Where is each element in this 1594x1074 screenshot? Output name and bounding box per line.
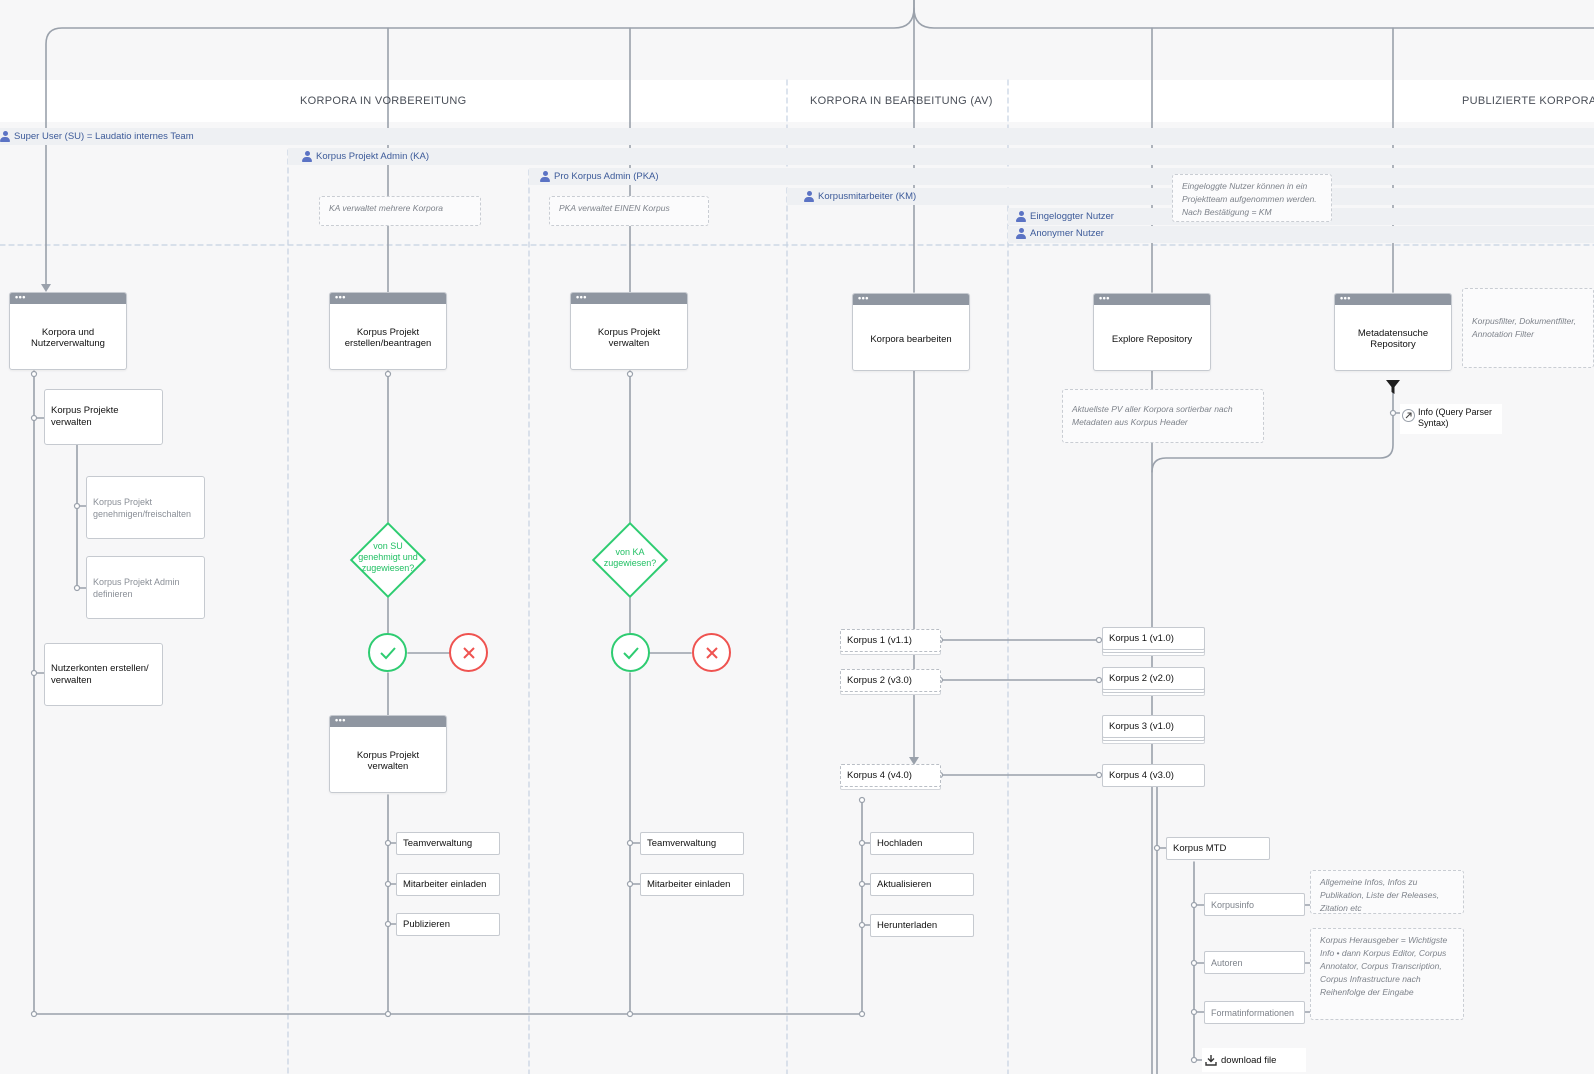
role-band-ka (288, 148, 1594, 165)
action-mitarbeiter-einladen-ka[interactable]: Mitarbeiter einladen (396, 873, 500, 896)
user-icon (0, 131, 10, 142)
mtd-autoren[interactable]: Autoren (1204, 951, 1305, 974)
role-km-label: Korpusmitarbeiter (KM) (818, 191, 917, 202)
mtd-formatinformationen[interactable]: Formatinformationen (1204, 1001, 1305, 1024)
phase-editing: KORPORA IN BEARBEITUNG (AV) (810, 95, 993, 107)
check-icon (368, 633, 407, 672)
phase-preparation: KORPORA IN VORBEREITUNG (300, 95, 467, 107)
window-titlebar: ••• (853, 293, 969, 305)
box-projekte-verwalten[interactable]: Korpus Projekte verwalten (44, 389, 163, 445)
role-su-label: Super User (SU) = Laudatio internes Team (14, 131, 194, 142)
role-su: Super User (SU) = Laudatio internes Team (0, 131, 194, 142)
published-korpus-4[interactable]: Korpus 4 (v3.0) (1102, 764, 1205, 787)
action-herunterladen[interactable]: Herunterladen (870, 914, 974, 937)
phase-published: PUBLIZIERTE KORPORA ( (1462, 95, 1594, 107)
mtd-korpusinfo[interactable]: Korpusinfo (1204, 893, 1305, 916)
close-icon (449, 633, 488, 672)
action-publizieren[interactable]: Publizieren (396, 913, 500, 936)
note-pka: PKA verwaltet EINEN Korpus (549, 196, 709, 226)
window-explore-repository[interactable]: ••• Explore Repository (1093, 293, 1211, 371)
window-korpus-verwalten[interactable]: ••• Korpus Projekt verwalten (570, 292, 688, 370)
note-logged-in: Eingeloggte Nutzer können in ein Projekt… (1172, 174, 1332, 222)
window-titlebar: ••• (1094, 293, 1210, 305)
window-label: Korpus Projekt erstellen/beantragen (344, 327, 432, 349)
external-link-icon (1402, 409, 1415, 422)
action-hochladen[interactable]: Hochladen (870, 832, 974, 855)
window-label: Korpus Projekt verwalten (356, 750, 420, 772)
user-icon (1016, 211, 1026, 222)
window-projekt-erstellen[interactable]: ••• Korpus Projekt erstellen/beantragen (329, 292, 447, 370)
close-icon (692, 633, 731, 672)
published-korpus-1[interactable]: Korpus 1 (v1.0) (1102, 627, 1205, 650)
window-label: Metadatensuche Repository (1357, 328, 1429, 350)
window-dots-icon: ••• (1340, 293, 1351, 303)
role-ka-label: Korpus Projekt Admin (KA) (316, 151, 429, 162)
box-projekt-admin-definieren[interactable]: Korpus Projekt Admin definieren (86, 556, 205, 619)
window-titlebar: ••• (571, 292, 687, 304)
role-pka-label: Pro Korpus Admin (PKA) (554, 171, 659, 182)
published-korpus-3[interactable]: Korpus 3 (v1.0) (1102, 715, 1205, 738)
user-icon (540, 171, 550, 182)
window-korpora-bearbeiten[interactable]: ••• Korpora bearbeiten (852, 293, 970, 371)
check-icon (611, 633, 650, 672)
decision-ka-label: von KA zugewiesen? (603, 547, 657, 568)
editing-korpus-4[interactable]: Korpus 4 (v4.0) (840, 764, 941, 787)
action-aktualisieren[interactable]: Aktualisieren (870, 873, 974, 896)
korpus-mtd[interactable]: Korpus MTD (1166, 837, 1270, 860)
window-label: Korpora und Nutzerverwaltung (31, 327, 105, 349)
user-icon (804, 191, 814, 202)
role-pka: Pro Korpus Admin (PKA) (540, 171, 659, 182)
window-label: Korpora bearbeiten (870, 333, 952, 345)
action-teamverwaltung-pka[interactable]: Teamverwaltung (640, 832, 744, 855)
note-ka: KA verwaltet mehrere Korpora (319, 196, 481, 226)
user-icon (1016, 228, 1026, 239)
window-dots-icon: ••• (1099, 293, 1110, 303)
window-titlebar: ••• (10, 292, 126, 304)
box-nutzerkonten[interactable]: Nutzerkonten erstellen/ verwalten (44, 643, 163, 706)
role-logged-in: Eingeloggter Nutzer (1016, 211, 1114, 222)
window-label: Korpus Projekt verwalten (597, 327, 661, 349)
window-dots-icon: ••• (576, 292, 587, 302)
window-label: Explore Repository (1111, 333, 1193, 345)
editing-korpus-2[interactable]: Korpus 2 (v3.0) (840, 669, 941, 692)
role-logged-in-label: Eingeloggter Nutzer (1030, 211, 1114, 222)
window-dots-icon: ••• (335, 292, 346, 302)
window-metadatensuche[interactable]: ••• Metadatensuche Repository (1334, 293, 1452, 371)
user-icon (302, 151, 312, 162)
filter-icon (1385, 379, 1401, 400)
role-anonymous: Anonymer Nutzer (1016, 228, 1104, 239)
role-ka: Korpus Projekt Admin (KA) (302, 151, 429, 162)
window-dots-icon: ••• (335, 715, 346, 725)
note-autoren: Korpus Herausgeber = Wichtigste Info • d… (1310, 928, 1464, 1020)
role-band-anonymous (1008, 226, 1594, 243)
window-dots-icon: ••• (15, 292, 26, 302)
published-korpus-2[interactable]: Korpus 2 (v2.0) (1102, 667, 1205, 690)
window-korpora-nutzerverwaltung[interactable]: ••• Korpora und Nutzerverwaltung (9, 292, 127, 370)
info-query-box[interactable]: Info (Query Parser Syntax) (1400, 404, 1502, 434)
role-anonymous-label: Anonymer Nutzer (1030, 228, 1104, 239)
note-explore: Aktuellste PV aller Korpora sortierbar n… (1062, 389, 1264, 443)
role-band-su (0, 128, 1594, 145)
box-projekt-genehmigen[interactable]: Korpus Projekt genehmigen/freischalten (86, 476, 205, 539)
phase-header-band (0, 80, 1594, 122)
window-titlebar: ••• (330, 292, 446, 304)
decision-su-label: von SU genehmigt und zugewiesen? (358, 541, 418, 573)
note-korpusinfo: Allgemeine Infos, Infos zu Publikation, … (1310, 870, 1464, 914)
window-titlebar: ••• (1335, 293, 1451, 305)
note-metasearch: Korpusfilter, Dokumentfilter, Annotation… (1462, 288, 1594, 368)
download-icon (1205, 1055, 1217, 1066)
download-file-link[interactable]: download file (1202, 1048, 1306, 1072)
window-dots-icon: ••• (858, 293, 869, 303)
editing-korpus-1[interactable]: Korpus 1 (v1.1) (840, 629, 941, 652)
action-teamverwaltung-ka[interactable]: Teamverwaltung (396, 832, 500, 855)
window-titlebar: ••• (330, 715, 446, 727)
info-query-label: Info (Query Parser Syntax) (1418, 407, 1493, 428)
download-file-label: download file (1221, 1054, 1277, 1066)
action-mitarbeiter-einladen-pka[interactable]: Mitarbeiter einladen (640, 873, 744, 896)
role-km: Korpusmitarbeiter (KM) (804, 191, 916, 202)
window-projekt-verwalten[interactable]: ••• Korpus Projekt verwalten (329, 715, 447, 793)
role-band-pka (529, 168, 1594, 185)
